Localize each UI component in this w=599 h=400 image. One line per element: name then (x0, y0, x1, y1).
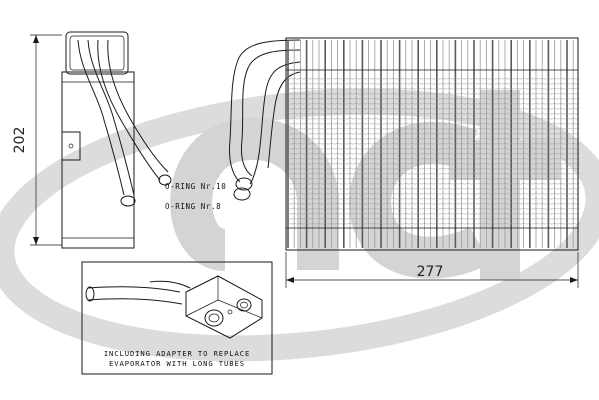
front-view: 277 (229, 37, 580, 288)
fin-wave (287, 107, 580, 110)
fin-wave (287, 147, 580, 150)
fin-wave (287, 187, 580, 190)
o-ring-callout-10: O-RING Nr.10 (165, 182, 226, 191)
o-ring-callout-8: O-RING Nr.8 (165, 202, 221, 211)
fin-wave (287, 202, 580, 205)
fin-wave (287, 172, 580, 175)
watermark-logo (0, 88, 599, 362)
fin-wave (287, 87, 580, 90)
fin-wave (287, 152, 580, 155)
inset-note-line-2: EVAPORATOR WITH LONG TUBES (109, 359, 245, 368)
fin-wave (287, 77, 580, 80)
fin-wave (287, 177, 580, 180)
fin-wave (287, 82, 580, 85)
fin-wave (287, 112, 580, 115)
width-dimension-label: 277 (417, 264, 444, 280)
fin-wave (287, 117, 580, 120)
fin-wave (287, 222, 580, 225)
fin-wave (287, 207, 580, 210)
adapter-inset: INCLUDING ADAPTER TO REPLACE EVAPORATOR … (81, 261, 273, 375)
fin-wave (287, 157, 580, 160)
height-dimension-label: 202 (12, 127, 28, 154)
fin-core (287, 40, 580, 248)
fin-wave (287, 97, 580, 100)
fin-wave (287, 132, 580, 135)
fin-wave (287, 212, 580, 215)
fin-wave (287, 142, 580, 145)
fin-wave (287, 92, 580, 95)
fin-wave (287, 102, 580, 105)
fin-wave (287, 167, 580, 170)
fin-wave (287, 137, 580, 140)
fin-wave (287, 127, 580, 130)
fin-wave (287, 197, 580, 200)
fin-wave (287, 217, 580, 220)
fin-wave (287, 182, 580, 185)
inset-note-line-1: INCLUDING ADAPTER TO REPLACE (104, 349, 250, 358)
fin-wave (287, 192, 580, 195)
side-view: 202 (12, 31, 172, 249)
fin-wave (287, 162, 580, 165)
fin-wave (287, 122, 580, 125)
